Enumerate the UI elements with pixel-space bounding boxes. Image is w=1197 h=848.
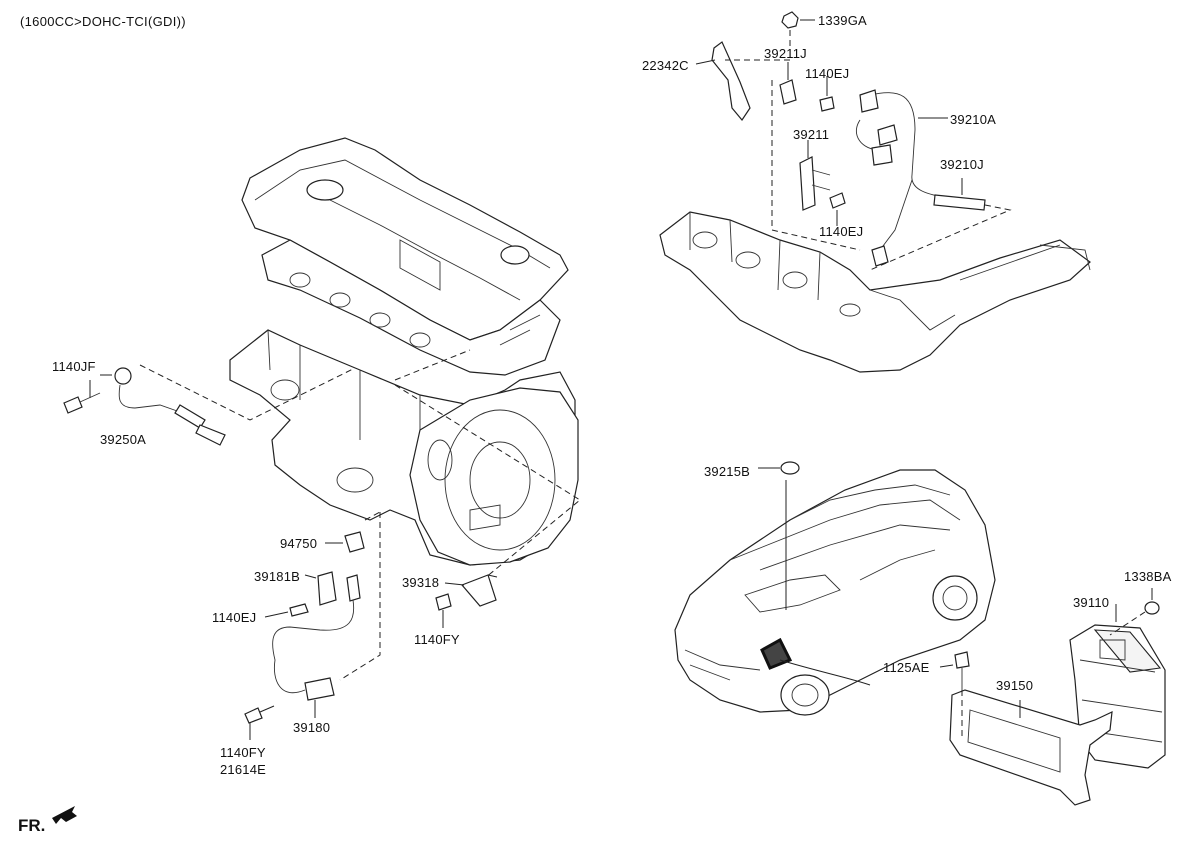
label-1338BA: 1338BA <box>1124 569 1172 584</box>
label-39211: 39211 <box>793 127 830 142</box>
label-1140EJ-upper: 1140EJ <box>805 66 850 81</box>
label-39181B: 39181B <box>254 569 301 584</box>
label-39250A: 39250A <box>100 432 147 447</box>
label-39211J: 39211J <box>764 46 807 61</box>
oil-pressure-sensor-drawing <box>325 531 365 553</box>
o2-sensor-drawing <box>855 89 1012 271</box>
label-1339GA: 1339GA <box>818 13 867 28</box>
label-39210J: 39210J <box>940 157 984 172</box>
label-1140JF: 1140JF <box>52 359 96 374</box>
label-39215B: 39215B <box>704 464 751 479</box>
label-1140FY-cam: 1140FY <box>414 632 460 647</box>
label-21614E: 21614E <box>220 762 267 777</box>
label-39180: 39180 <box>293 720 331 735</box>
label-1125AE: 1125AE <box>883 660 930 675</box>
label-1140EJ-mid: 1140EJ <box>819 224 864 239</box>
label-39210A: 39210A <box>950 112 997 127</box>
engine-spec-title: (1600CC>DOHC-TCI(GDI)) <box>20 14 186 29</box>
label-39318: 39318 <box>402 575 440 590</box>
front-orientation-label: FR. <box>18 816 46 835</box>
label-39110: 39110 <box>1073 595 1110 610</box>
label-1140FY-crank: 1140FY <box>220 745 266 760</box>
exhaust-manifold-drawing <box>659 211 1091 373</box>
knock-sensor-drawing <box>63 367 226 446</box>
label-39150: 39150 <box>996 678 1034 693</box>
label-94750: 94750 <box>280 536 318 551</box>
ecu-drawing <box>939 588 1166 806</box>
cam-sensor-drawing <box>435 574 498 628</box>
arrow-front-icon <box>52 806 77 824</box>
engine-assembly-drawing <box>139 137 581 681</box>
label-1140EJ-lower: 1140EJ <box>212 610 257 625</box>
car-drawing <box>674 461 996 716</box>
bracket-drawing <box>695 11 861 251</box>
crank-sensor-drawing <box>244 571 361 740</box>
label-22342C: 22342C <box>642 58 689 73</box>
